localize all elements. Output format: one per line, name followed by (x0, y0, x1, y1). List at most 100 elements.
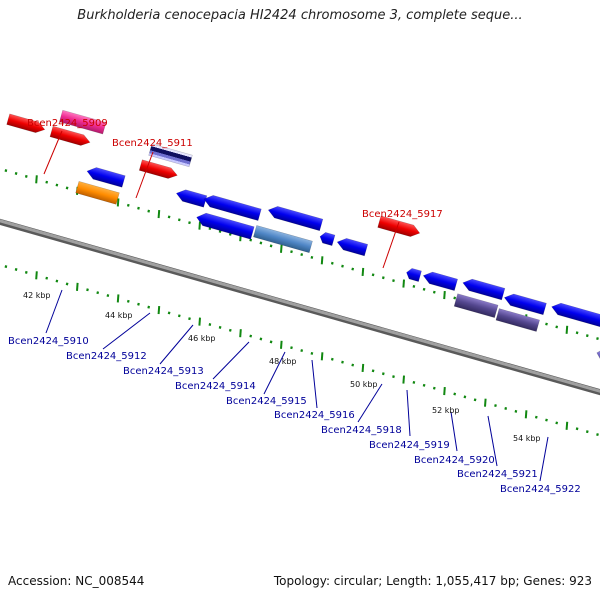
gene-arrow[interactable] (175, 188, 208, 208)
leader-line (43, 130, 63, 175)
gene-label-5911[interactable]: Bcen2424_5911 (112, 138, 193, 149)
minor-tick (137, 206, 140, 210)
minor-tick (45, 276, 49, 280)
minor-tick (545, 418, 548, 422)
backbone (0, 219, 600, 393)
map-title: Burkholderia cenocepacia HI2424 chromoso… (77, 8, 523, 23)
gene-arrow[interactable] (503, 292, 547, 316)
gene-arrow[interactable] (195, 211, 255, 240)
minor-tick (596, 433, 599, 437)
leader-line (212, 341, 250, 380)
minor-tick (330, 357, 334, 361)
minor-tick (14, 268, 18, 271)
gene-arrow[interactable] (422, 270, 458, 291)
gene-arrow[interactable] (59, 109, 107, 135)
topology-summary: Topology: circular; Length: 1,055,417 bp… (273, 574, 592, 588)
leader-line (311, 359, 318, 409)
minor-tick (341, 360, 344, 364)
major-tick (76, 282, 79, 291)
minor-tick (453, 296, 457, 300)
leader-line (102, 312, 151, 350)
gene-label-5919[interactable]: Bcen2424_5919 (369, 440, 450, 451)
minor-tick (310, 255, 314, 259)
major-tick (116, 198, 120, 207)
gene-arrow[interactable] (495, 308, 540, 332)
leader-line (159, 324, 194, 365)
leader-line (357, 383, 383, 423)
minor-tick (218, 325, 222, 329)
minor-tick (126, 203, 130, 207)
minor-tick (341, 264, 344, 268)
minor-tick (147, 305, 151, 309)
gene-label-5909[interactable]: Bcen2424_5909 (27, 118, 108, 129)
minor-tick (290, 250, 293, 254)
gene-arrow[interactable] (461, 277, 506, 301)
gene-arrow[interactable] (202, 193, 262, 221)
minor-tick (228, 328, 232, 332)
leader-lines (43, 130, 549, 482)
accession-text: Accession: NC_008544 (8, 574, 145, 588)
minor-tick (188, 221, 191, 225)
minor-tick (249, 238, 253, 242)
minor-tick (24, 270, 28, 274)
gene-arrow[interactable] (595, 347, 600, 365)
gene-arrow[interactable] (453, 293, 499, 318)
major-tick (239, 329, 242, 338)
minor-tick (463, 395, 467, 399)
minor-tick (494, 404, 497, 408)
minor-tick (555, 421, 559, 425)
minor-tick (188, 317, 191, 321)
minor-tick (575, 427, 579, 431)
minor-tick (351, 363, 355, 367)
gene-label-5917[interactable]: Bcen2424_5917 (362, 209, 443, 220)
gene-label-5912[interactable]: Bcen2424_5912 (66, 351, 147, 362)
scale-label: 48 kbp (269, 357, 297, 366)
scale-label: 42 kbp (23, 291, 51, 300)
gene-arrow[interactable] (405, 267, 422, 282)
minor-tick (208, 323, 212, 326)
gene-arrow[interactable] (6, 113, 47, 135)
major-tick (443, 387, 446, 396)
minor-tick (453, 392, 457, 396)
minor-tick (371, 369, 375, 373)
gene-arrow[interactable] (75, 181, 120, 205)
gene-arrow[interactable] (550, 301, 600, 335)
minor-tick (4, 169, 8, 173)
gene-arrow[interactable] (49, 125, 91, 147)
minor-tick (330, 261, 334, 265)
scale-label: 50 kbp (350, 380, 378, 389)
gene-arrow[interactable] (85, 165, 126, 188)
minor-tick (555, 325, 559, 329)
gene-label-5910[interactable]: Bcen2424_5910 (8, 336, 89, 347)
gene-label-5914[interactable]: Bcen2424_5914 (175, 381, 256, 392)
gene-label-5913[interactable]: Bcen2424_5913 (123, 366, 204, 377)
gene-arrow[interactable] (267, 204, 324, 232)
gene-label-5916[interactable]: Bcen2424_5916 (274, 410, 355, 421)
gene-arrow[interactable] (377, 215, 422, 239)
minor-tick (412, 380, 416, 384)
leader-line (135, 151, 154, 199)
minor-tick (147, 209, 151, 213)
gene-arrow[interactable] (148, 143, 193, 168)
gene-arrow[interactable] (336, 236, 369, 257)
gene-label-5915[interactable]: Bcen2424_5915 (226, 396, 307, 407)
minor-tick (4, 265, 8, 269)
major-tick (198, 317, 201, 326)
gene-arrow[interactable] (253, 225, 313, 254)
gene-label-5922[interactable]: Bcen2424_5922 (500, 484, 581, 495)
gene-arrow[interactable] (138, 159, 179, 181)
minor-tick (412, 284, 416, 288)
major-tick (443, 291, 446, 300)
gene-label-5920[interactable]: Bcen2424_5920 (414, 455, 495, 466)
minor-tick (351, 267, 355, 271)
gene-features (6, 109, 600, 365)
leader-line (487, 415, 498, 467)
minor-tick (422, 287, 426, 291)
major-tick (565, 325, 569, 334)
gene-label-5918[interactable]: Bcen2424_5918 (321, 425, 402, 436)
gene-arrow[interactable] (319, 231, 336, 246)
minor-tick (55, 183, 59, 187)
gene-label-5921[interactable]: Bcen2424_5921 (457, 469, 538, 480)
minor-tick (269, 340, 273, 344)
